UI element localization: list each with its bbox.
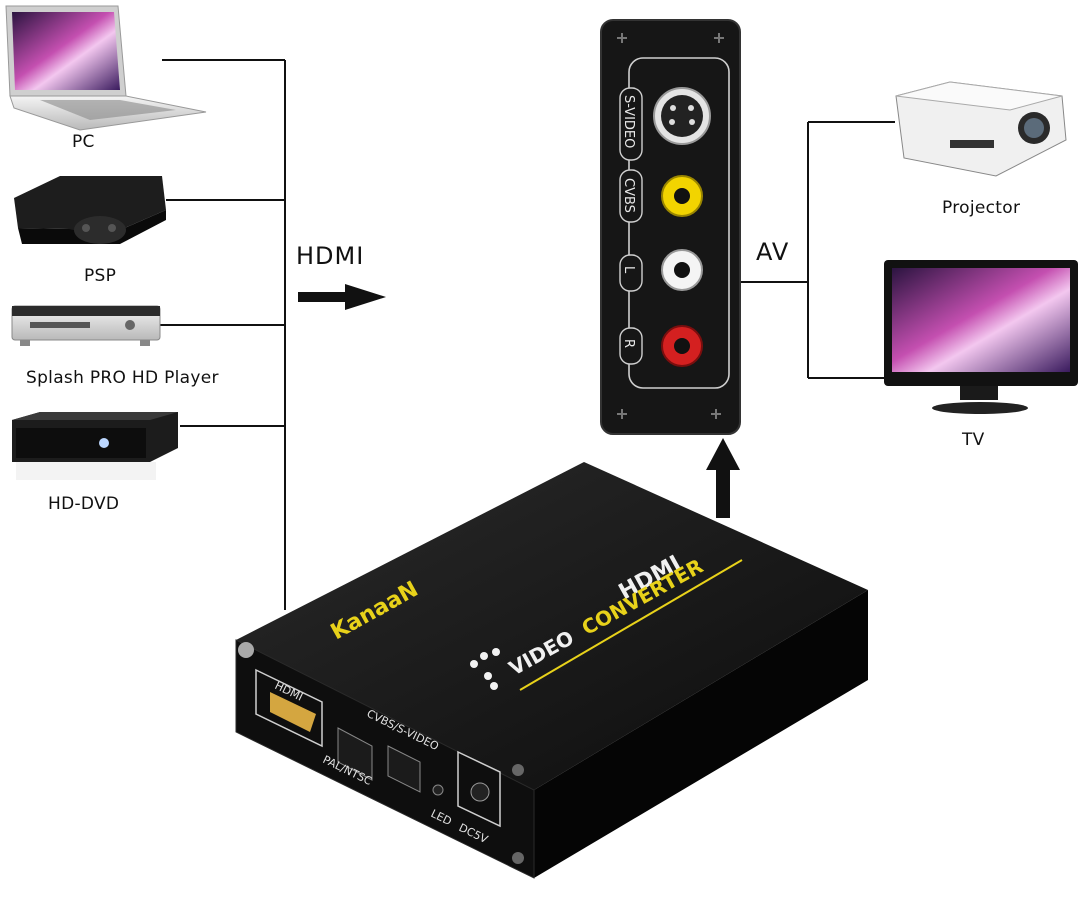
source-label-psp: PSP [84, 266, 117, 286]
source-bus-lines [160, 59, 286, 610]
output-label-tv: TV [962, 430, 985, 450]
av-port-label-svideo: S-VIDEO [621, 95, 636, 148]
media-player-icon [11, 305, 161, 346]
up-arrow-icon [706, 438, 740, 518]
source-label-splash-player: Splash PRO HD Player [26, 368, 219, 388]
source-label-hd-dvd: HD-DVD [48, 494, 120, 514]
hdmi-arrow-icon [298, 284, 386, 310]
converter-box [235, 462, 868, 879]
av-port-panel [600, 19, 741, 435]
source-label-pc: PC [72, 132, 95, 152]
av-port-label-l: L [621, 266, 636, 274]
input-signal-label: HDMI [296, 242, 365, 270]
tv-monitor-icon [884, 260, 1078, 414]
av-port-label-cvbs: CVBS [621, 178, 636, 213]
projector-icon [895, 81, 1067, 177]
output-label-projector: Projector [942, 198, 1021, 218]
av-port-label-r: R [621, 339, 636, 348]
output-bus-lines [740, 121, 895, 379]
laptop-icon [5, 5, 207, 131]
hd-dvd-player-icon [12, 412, 178, 480]
output-signal-label: AV [756, 238, 790, 266]
game-console-icon [14, 176, 166, 244]
